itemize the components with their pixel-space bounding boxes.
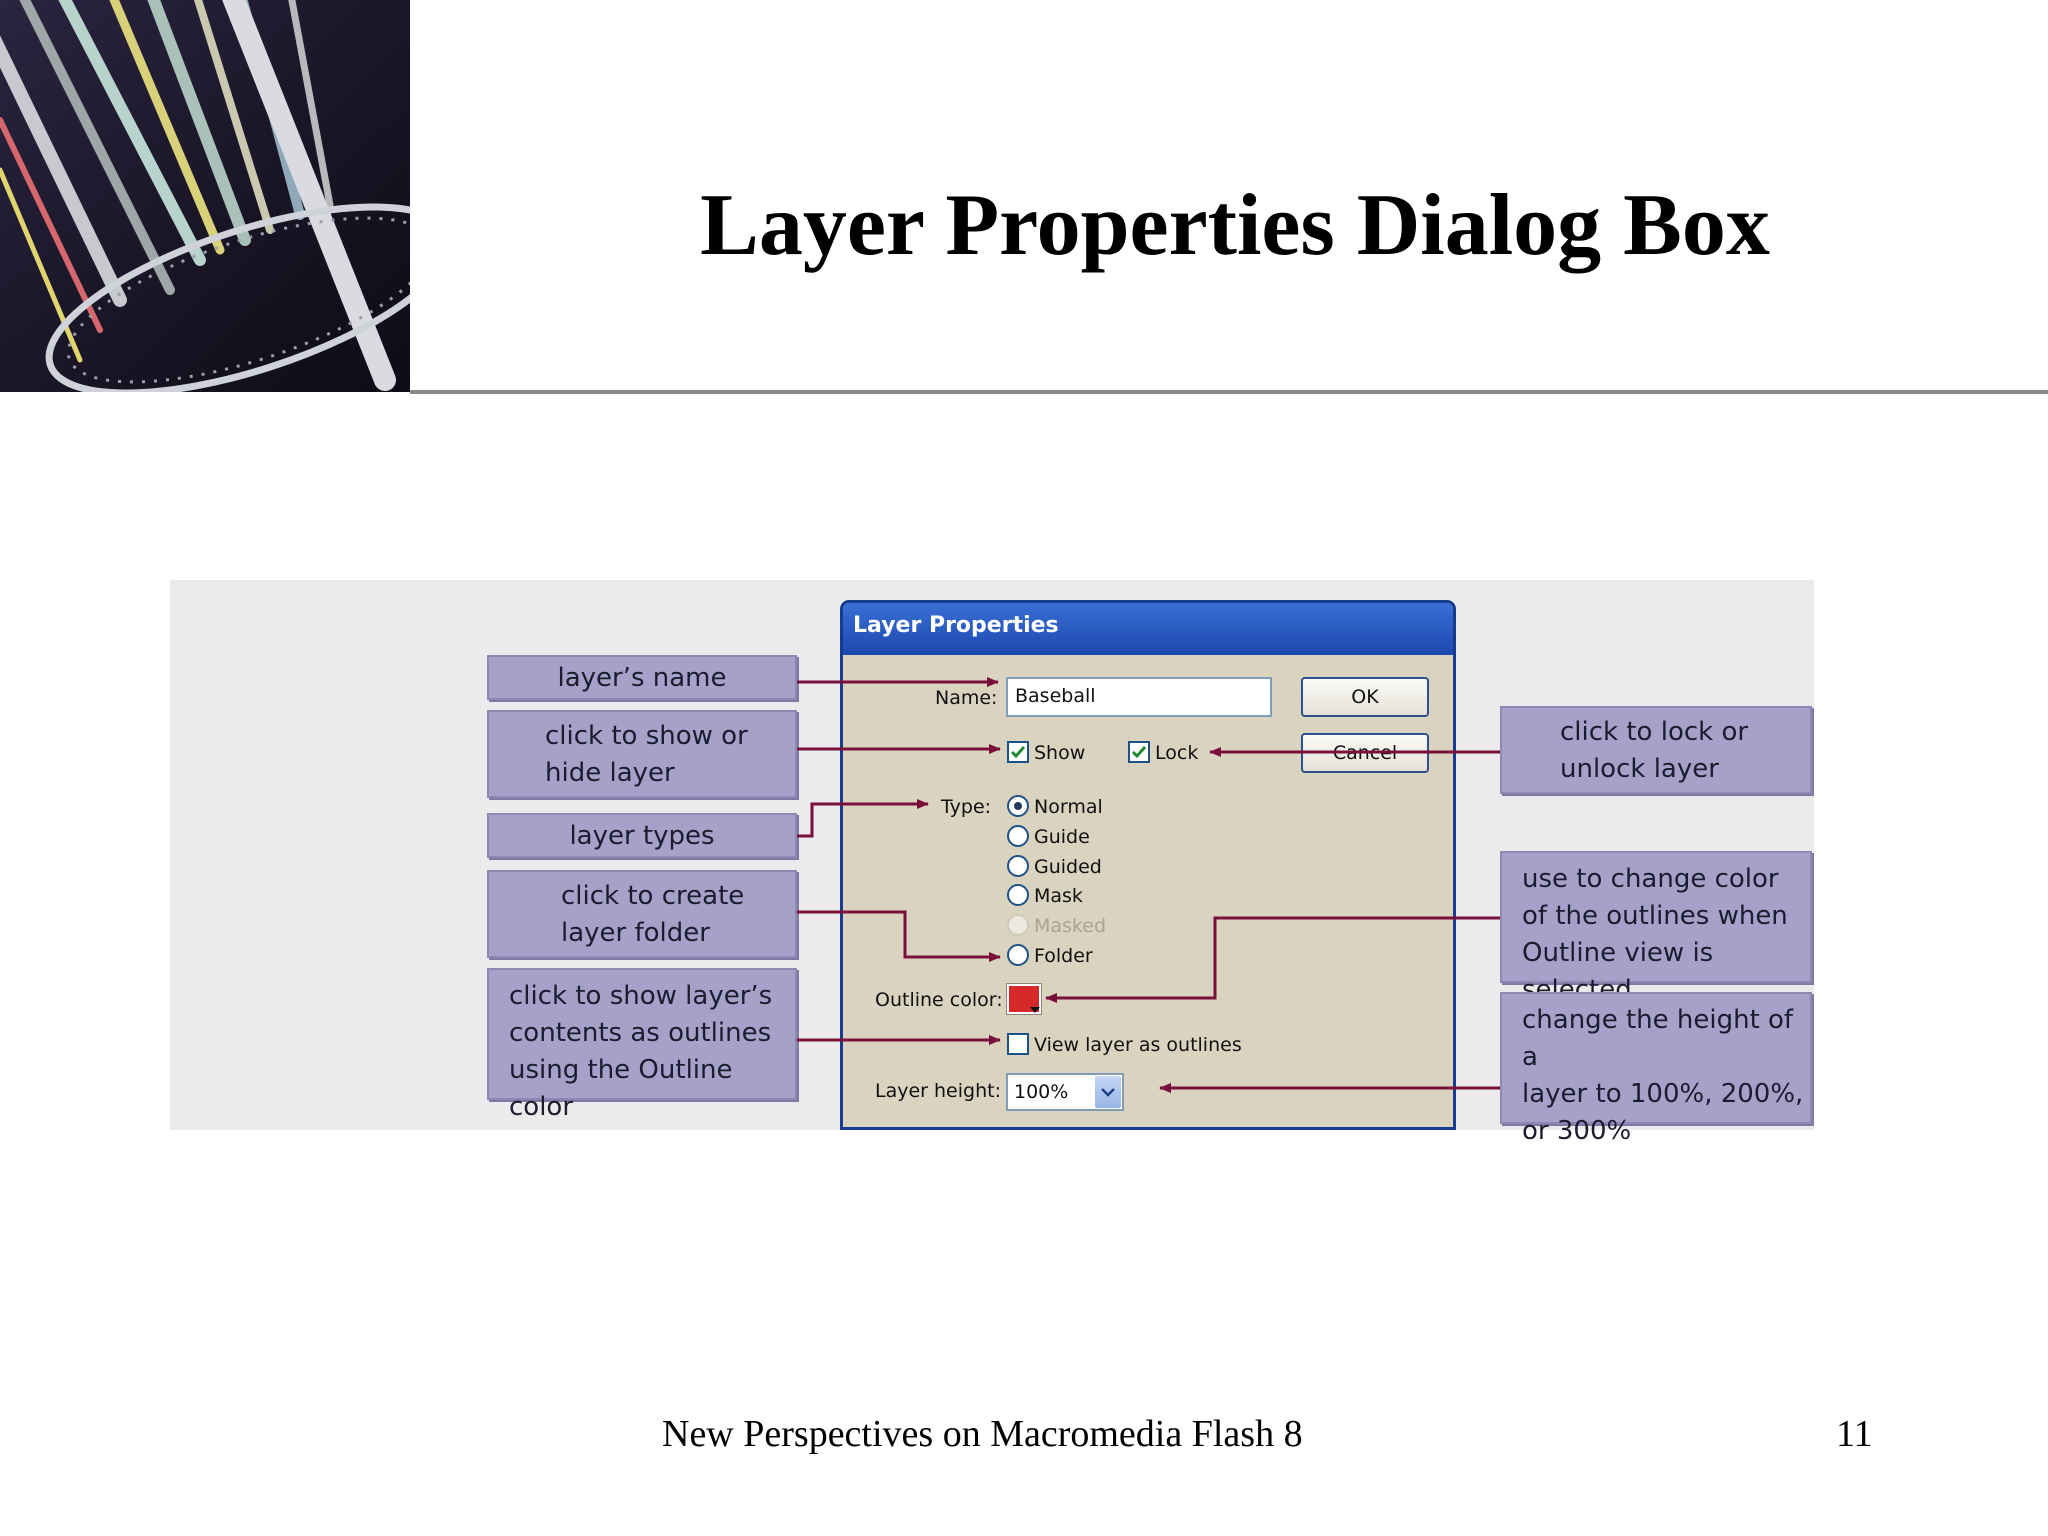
type-guided-label: Guided [1034,856,1102,878]
view-outlines-checkbox[interactable] [1007,1033,1029,1055]
type-label: Type: [941,796,992,818]
arrow-create-folder [797,910,1001,962]
dialog-title-bar[interactable]: Layer Properties [843,603,1453,655]
layer-height-label: Layer height: [875,1080,1001,1102]
callout-show-hide-text: click to show or hide layer [545,721,748,788]
outline-color-label: Outline color: [875,989,1003,1011]
type-guided-radio[interactable] [1007,855,1029,877]
type-folder-label: Folder [1034,945,1093,967]
header-photo-art [0,0,410,392]
type-guide-label: Guide [1034,826,1090,848]
callout-layer-height: change the height of a layer to 100%, 20… [1500,992,1812,1146]
checkmark-icon [1010,746,1026,759]
layer-height-select[interactable]: 100% [1006,1073,1124,1111]
type-guide-radio[interactable] [1007,825,1029,847]
footer-text: New Perspectives on Macromedia Flash 8 [662,1413,1303,1455]
dialog-title: Layer Properties [853,613,1059,638]
header-photo [0,0,410,392]
lock-label: Lock [1155,742,1199,764]
chevron-down-icon [1101,1088,1115,1097]
callout-create-folder-text: click to create layer folder [561,881,745,948]
callout-lock-unlock: click to lock or unlock layer [1500,706,1812,794]
type-mask-label: Mask [1034,885,1083,907]
show-checkbox[interactable] [1007,741,1029,763]
slide-title: Layer Properties Dialog Box [700,177,1770,274]
callout-show-outlines-text: click to show layer’s contents as outlin… [509,981,773,1122]
type-masked-label: Masked [1034,915,1107,937]
callout-layer-height-text: change the height of a layer to 100%, 20… [1522,1005,1804,1146]
callout-outline-color: use to change color of the outlines when… [1500,851,1812,1005]
callout-layer-name: layer’s name [487,655,797,700]
callout-layer-types-text: layer types [569,821,715,851]
type-normal-radio[interactable] [1007,795,1029,817]
outline-color-swatch[interactable] [1006,983,1042,1015]
callout-show-outlines: click to show layer’s contents as outlin… [487,968,797,1122]
callout-outline-color-text: use to change color of the outlines when… [1522,864,1788,1005]
page-number: 11 [1836,1413,1873,1455]
lock-checkbox[interactable] [1128,741,1150,763]
header-rule [410,390,2048,394]
layer-height-dropdown-button[interactable] [1095,1076,1121,1108]
callout-layer-types: layer types [487,813,797,858]
type-normal-label: Normal [1034,796,1103,818]
callout-layer-name-text: layer’s name [557,663,727,693]
layer-height-value: 100% [1014,1081,1069,1103]
ok-button[interactable]: OK [1301,677,1429,717]
swatch-dropdown-icon [1030,1007,1040,1013]
type-masked-radio [1007,914,1029,936]
arrow-layer-types [797,799,929,838]
callout-show-hide: click to show or hide layer [487,710,797,798]
callout-lock-unlock-text: click to lock or unlock layer [1560,717,1749,784]
checkmark-icon [1131,746,1147,759]
name-label: Name: [935,687,998,709]
arrow-outline-color [1045,916,1500,1003]
callout-create-folder: click to create layer folder [487,870,797,958]
layer-name-input[interactable]: Baseball [1006,677,1272,717]
view-outlines-label: View layer as outlines [1034,1034,1242,1056]
type-folder-radio[interactable] [1007,944,1029,966]
type-mask-radio[interactable] [1007,884,1029,906]
show-label: Show [1034,742,1086,764]
